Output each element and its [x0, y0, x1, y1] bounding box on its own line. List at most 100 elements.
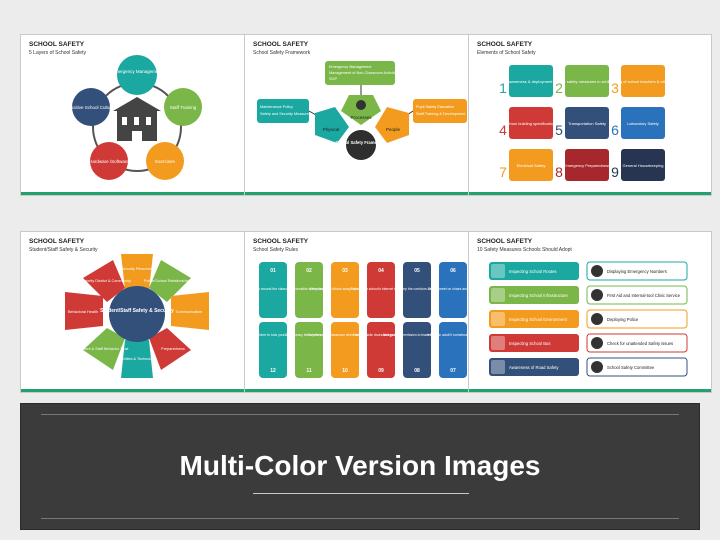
svg-text:6: 6 [611, 122, 619, 138]
svg-text:Emergency Management: Emergency Management [329, 65, 372, 69]
measure-left-3: Inspecting School Environment [489, 310, 579, 328]
svg-text:Staff Training & Development: Staff Training & Development [416, 112, 466, 116]
svg-text:Laboratory Safety: Laboratory Safety [627, 121, 659, 126]
layer-hardware-software: Hardware /Software [89, 142, 129, 180]
svg-text:Displaying Emergency Numbers: Displaying Emergency Numbers [607, 269, 667, 274]
svg-text:School Safety Committee: School Safety Committee [607, 365, 655, 370]
slide-accent-bar [245, 389, 487, 392]
slide-title: SCHOOL SAFETY [253, 238, 309, 245]
svg-text:Only enter the classroom when: Only enter the classroom when an adult i… [307, 333, 382, 337]
measure-right-2: First Aid and Internal-tool Clinic Servi… [586, 285, 688, 305]
svg-text:Awareness of Road Safety: Awareness of Road Safety [509, 365, 559, 370]
layer-exercises: Exercises [146, 142, 184, 180]
slide-subtitle: School Safety Framework [253, 50, 311, 56]
measure-right-4: Check for unattended Safety issues [586, 333, 688, 353]
svg-text:Follow your school's internet: Follow your school's internet safety rul… [351, 287, 412, 291]
svg-text:Deploying Police: Deploying Police [607, 317, 639, 322]
slide-title: SCHOOL SAFETY [477, 41, 533, 48]
svg-text:4: 4 [499, 122, 507, 138]
measure-right-1: Displaying Emergency Numbers [586, 261, 688, 281]
caption-banner: Multi-Color Version Images [20, 403, 700, 530]
svg-text:Safety and Security Measures: Safety and Security Measures [260, 112, 311, 116]
framework-diagram: Emergency Management Management of Non-C… [257, 61, 467, 160]
svg-text:06: 06 [450, 268, 456, 274]
svg-text:Be sensible with scissors: Be sensible with scissors [290, 287, 328, 291]
slide-student-staff-safety[interactable]: SCHOOL SAFETY Student/Staff Safety & Sec… [20, 231, 264, 393]
measure-left-5: Awareness of Road Safety [489, 358, 579, 376]
svg-text:Pupil Safety Education: Pupil Safety Education [416, 105, 454, 109]
svg-text:Management of Non-Classroom Ac: Management of Non-Classroom Activities [329, 71, 399, 75]
svg-text:03: 03 [342, 268, 348, 274]
node-processes: Processes [341, 95, 381, 125]
element-2: 2 Fire safety measures in schools [555, 65, 615, 97]
svg-text:Emergency Management: Emergency Management [112, 69, 163, 74]
svg-text:8: 8 [555, 164, 563, 180]
rule-bottom-10: Only enter the classroom when an adult i… [307, 322, 383, 378]
banner-bottom-line [41, 518, 679, 519]
five-layers-diagram: Emergency Management Staff Training Exer… [68, 55, 202, 180]
slide-subtitle: 10 Safety Measures Schools Should Adopt [477, 247, 572, 253]
rule-bottom-08: Always ask permission to leave the class… [382, 322, 452, 378]
layer-emergency-management: Emergency Management [112, 55, 163, 95]
svg-text:Check for unattended Safety is: Check for unattended Safety issues [607, 341, 673, 346]
svg-text:05: 05 [414, 268, 420, 274]
svg-text:1: 1 [499, 80, 507, 96]
rule-top-02: 02 Be sensible with scissors [290, 262, 328, 318]
svg-text:3: 3 [611, 80, 619, 96]
svg-text:Fire safety measures in school: Fire safety measures in schools [559, 79, 615, 84]
petal-behavioral-health: Behavioral Health [65, 292, 103, 330]
svg-text:Emergency Preparedness: Emergency Preparedness [564, 163, 610, 168]
layer-staff-training: Staff Training [164, 88, 202, 126]
slide-five-layers[interactable]: SCHOOL SAFETY 5 Layers of School Safety … [20, 34, 264, 196]
svg-text:Maintenance Policy: Maintenance Policy [260, 105, 293, 109]
element-7: 7 Electrical Safety [499, 149, 553, 181]
svg-text:Police/School Relationship Tru: Police/School Relationship Trust [144, 279, 199, 283]
slide-accent-bar [469, 389, 711, 392]
banner-top-line [41, 414, 679, 415]
petal-facilities-technology: Facilities & Technology [118, 340, 157, 378]
petal-communication: Communication [171, 292, 209, 330]
svg-text:10: 10 [342, 368, 348, 374]
measure-left-4: Inspecting School Bus [489, 334, 579, 352]
svg-text:Inform an adult if somebody is: Inform an adult if somebody is hurt [427, 333, 479, 337]
svg-text:Inspecting School Environment: Inspecting School Environment [509, 317, 568, 322]
svg-text:Positive School Culture: Positive School Culture [68, 105, 115, 110]
svg-text:5: 5 [555, 122, 563, 138]
slide-title: SCHOOL SAFETY [29, 238, 85, 245]
petal-preparedness: Preparedness [149, 328, 191, 370]
element-5: 5 Transportation Safety [555, 107, 609, 139]
measure-right-5: School Safety Committee [586, 357, 688, 377]
svg-text:Exercises: Exercises [155, 159, 175, 164]
svg-text:Keep the corridors clear: Keep the corridors clear [399, 287, 436, 291]
svg-text:Student & Staff Behavior Trust: Student & Staff Behavior Trust [77, 347, 129, 351]
svg-text:7: 7 [499, 164, 507, 180]
element-3: 3 Training of school teachers & other st… [608, 65, 679, 97]
node-people: People [375, 107, 409, 143]
slide-elements[interactable]: SCHOOL SAFETY Elements of School Safety … [468, 34, 712, 196]
svg-text:04: 04 [378, 268, 384, 274]
svg-text:Physical: Physical [323, 127, 340, 132]
measure-left-1: Inspecting School Routes [489, 262, 579, 280]
svg-text:02: 02 [306, 268, 312, 274]
slide-subtitle: School Safety Rules [253, 247, 299, 253]
slide-accent-bar [469, 192, 711, 195]
element-1: 1 System awareness & deployment structur… [493, 65, 570, 97]
svg-text:General Housekeeping: General Housekeeping [623, 163, 664, 168]
petal-security-personnel: Security Personnel [121, 254, 153, 290]
svg-text:09: 09 [378, 368, 384, 374]
slide-ten-measures[interactable]: SCHOOL SAFETY 10 Safety Measures Schools… [468, 231, 712, 393]
svg-text:Inspecting School Bus: Inspecting School Bus [509, 341, 550, 346]
measure-left-2: Inspecting School Infrastructure [489, 286, 579, 304]
svg-text:Behavioral Health: Behavioral Health [68, 310, 98, 314]
slide-subtitle: 5 Layers of School Safety [29, 50, 86, 56]
slide-framework[interactable]: SCHOOL SAFETY School Safety Framework Em… [244, 34, 488, 196]
svg-text:Facilities & Technology: Facilities & Technology [118, 357, 157, 361]
